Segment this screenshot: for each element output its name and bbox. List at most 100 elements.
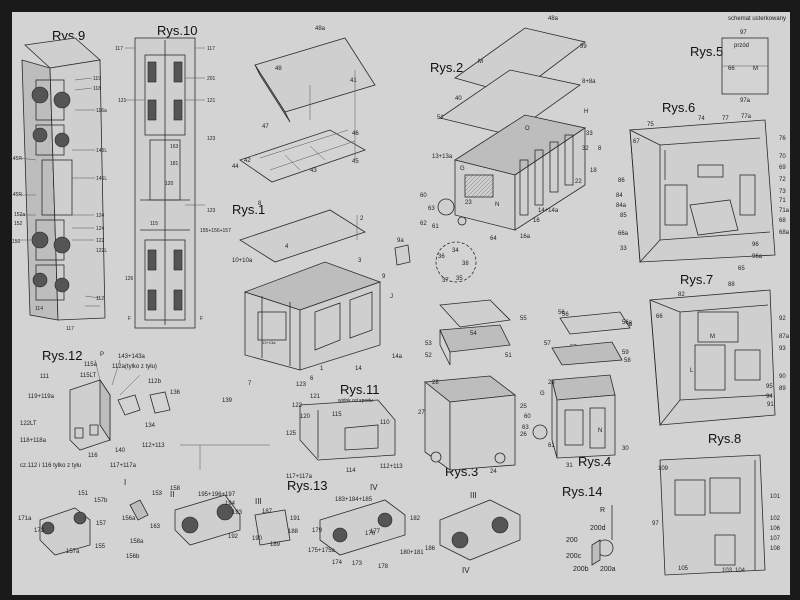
- part-label: 13+13a: [262, 340, 276, 345]
- part-label: 47: [262, 124, 269, 130]
- figure-title-rys1: Rys.1: [232, 202, 265, 217]
- part-label: 84a: [616, 203, 627, 209]
- part-label: 93: [779, 346, 786, 352]
- part-label: L: [690, 368, 694, 374]
- part-label: 69: [779, 165, 786, 171]
- part-label: H: [584, 109, 588, 115]
- part-label: 90: [779, 374, 786, 380]
- part-label: przód: [734, 43, 749, 49]
- part-label: 200a: [600, 566, 616, 573]
- part-label: 22: [575, 179, 582, 185]
- svg-text:IV: IV: [462, 566, 470, 575]
- part-label: 200c: [566, 553, 582, 560]
- part-label: 9a: [397, 238, 404, 244]
- part-label: 96: [752, 242, 759, 248]
- part-label: 107: [770, 536, 781, 542]
- part-label: 43: [310, 168, 317, 174]
- figure-title-rys13: Rys.13: [287, 478, 327, 493]
- part-label: 86: [618, 178, 625, 184]
- part-label: 48a: [315, 26, 326, 32]
- part-label: 114: [346, 468, 356, 474]
- part-label: 200d: [590, 525, 606, 532]
- part-label: 23: [465, 200, 472, 206]
- part-label: 14+14a: [538, 208, 559, 214]
- part-label: F: [200, 316, 203, 322]
- part-label: widok od spodu: [338, 398, 373, 404]
- part-label: 152a: [14, 212, 25, 218]
- part-label: 8: [598, 146, 602, 152]
- part-label: 188: [288, 529, 299, 535]
- part-label: 16a: [520, 234, 531, 240]
- part-label: 77a: [741, 114, 752, 120]
- part-label: 173: [352, 561, 363, 567]
- part-label: 76: [779, 136, 786, 142]
- part-label: 91: [767, 402, 774, 408]
- part-label: M: [478, 59, 483, 65]
- part-label: 200: [566, 537, 578, 544]
- part-label: 115LT: [80, 373, 96, 379]
- part-label: 66a: [618, 231, 629, 237]
- part-label: 64: [490, 236, 497, 242]
- part-label: 112b: [148, 379, 162, 385]
- part-label: 110: [380, 420, 390, 426]
- part-label: 115a: [84, 362, 98, 368]
- part-label: 28: [432, 380, 439, 386]
- part-label: 48: [275, 66, 282, 72]
- part-label: 195+196+197: [198, 492, 236, 498]
- part-label: 51: [437, 115, 444, 121]
- part-label: 156a: [122, 516, 136, 522]
- part-label: 53: [425, 341, 432, 347]
- part-label: 41: [350, 78, 357, 84]
- part-label: 1: [320, 366, 324, 372]
- part-label: 56: [562, 312, 569, 318]
- part-label: 121: [310, 394, 321, 400]
- part-label: 158: [170, 486, 181, 492]
- part-label: 123: [207, 208, 216, 214]
- part-label: 95: [766, 384, 773, 390]
- figure-title-rys10: Rys.10: [157, 23, 197, 38]
- part-label: 4: [285, 244, 289, 250]
- part-label: 39: [580, 44, 587, 50]
- part-label: 94: [766, 394, 773, 400]
- part-label: 122: [292, 403, 303, 409]
- part-label: 112: [96, 296, 104, 302]
- part-label: II: [170, 490, 174, 499]
- part-label: 6: [310, 376, 314, 382]
- part-label: P: [100, 352, 104, 358]
- part-label: 38: [462, 261, 469, 267]
- part-label: J: [390, 294, 393, 300]
- part-label: 121: [118, 98, 127, 104]
- part-label: 56a: [622, 320, 633, 326]
- part-label: 157b: [94, 498, 108, 504]
- figure-title-rys6: Rys.6: [662, 100, 695, 115]
- part-label: 25: [520, 404, 527, 410]
- part-label: 48a: [548, 16, 559, 22]
- part-label: 155: [95, 544, 106, 550]
- part-label: 2: [360, 216, 364, 222]
- part-label: 115: [150, 221, 158, 227]
- part-label: 201: [207, 76, 216, 82]
- part-label: 193: [232, 510, 243, 516]
- part-label: 117: [66, 326, 74, 332]
- part-label: 104: [735, 568, 746, 574]
- part-label: 108: [770, 546, 781, 552]
- part-label: 117: [207, 46, 215, 52]
- part-label: 180+181: [400, 550, 424, 556]
- part-label: G: [460, 166, 465, 172]
- part-label: 89: [779, 386, 786, 392]
- part-label: 200b: [573, 566, 589, 573]
- part-label: 27: [418, 410, 425, 416]
- part-label: 119: [93, 76, 101, 82]
- part-label: 71: [779, 198, 786, 204]
- part-label: 190: [252, 536, 263, 542]
- part-label: 102: [770, 516, 781, 522]
- part-label: 145R: [10, 192, 22, 198]
- part-label: 35: [456, 276, 463, 282]
- part-label: 124: [96, 226, 105, 232]
- figure-title-rys7: Rys.7: [680, 272, 713, 287]
- part-label: 118: [93, 86, 101, 92]
